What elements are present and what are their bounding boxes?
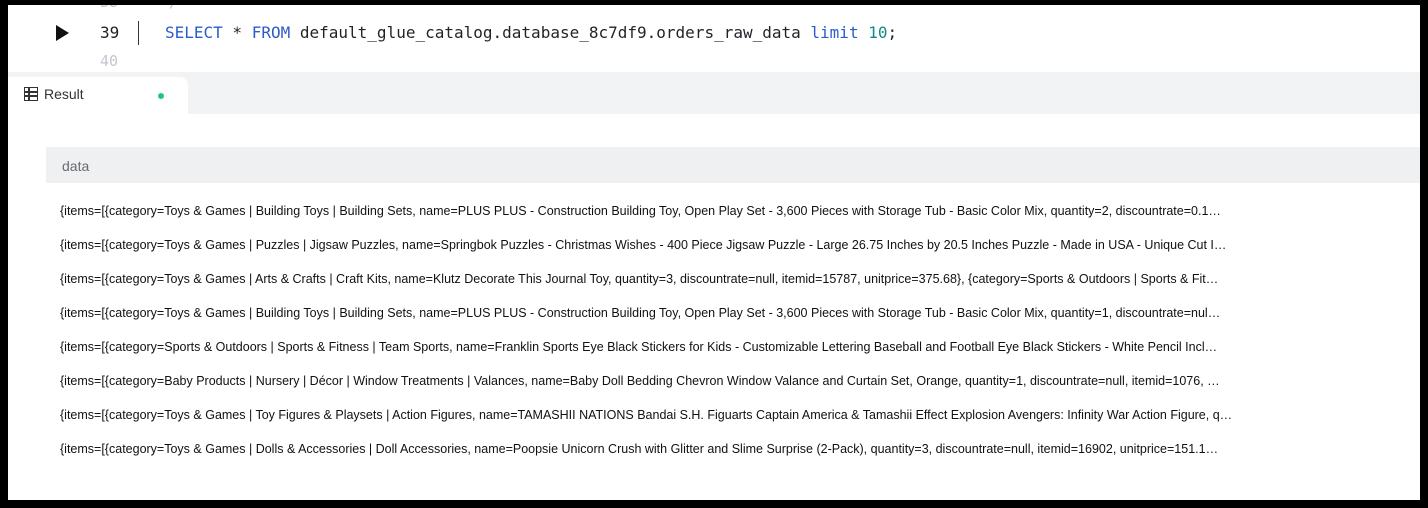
keyword-from: FROM (251, 23, 291, 42)
run-query-icon[interactable] (56, 25, 69, 41)
table-row[interactable]: {items=[{category=Toys & Games | Buildin… (60, 306, 1221, 320)
line-number-previous: 38 (100, 0, 119, 11)
status-dot-icon (158, 93, 164, 99)
keyword-select: SELECT (165, 23, 223, 42)
table-row[interactable]: {items=[{category=Toys & Games | Buildin… (60, 204, 1221, 218)
table-row[interactable]: {items=[{category=Toys & Games | Toy Fig… (60, 408, 1233, 422)
tab-result-label: Result (44, 86, 84, 102)
column-header-data[interactable]: data (46, 147, 1420, 183)
column-header-label: data (62, 158, 90, 174)
comment-end-text: */ (160, 0, 179, 11)
limit-value: 10 (868, 23, 888, 42)
line-number-next: 40 (100, 52, 119, 70)
table-row[interactable]: {items=[{category=Toys & Games | Dolls &… (60, 442, 1219, 456)
line-number: 39 (100, 23, 120, 42)
table-row[interactable]: {items=[{category=Toys & Games | Puzzles… (60, 238, 1227, 252)
sql-code-line[interactable]: SELECT * FROM default_glue_catalog.datab… (165, 23, 897, 42)
table-row[interactable]: {items=[{category=Sports & Outdoors | Sp… (60, 340, 1218, 354)
table-icon (24, 87, 38, 101)
code-space (859, 23, 869, 42)
sql-editor[interactable]: 38 */ 39 SELECT * FROM default_glue_cata… (8, 5, 1420, 72)
cursor-gutter-bar (138, 21, 139, 45)
code-table-name: default_glue_catalog.database_8c7df9.ord… (290, 23, 811, 42)
table-row[interactable]: {items=[{category=Baby Products | Nurser… (60, 374, 1220, 388)
code-semicolon: ; (887, 23, 898, 42)
keyword-limit: limit (810, 23, 859, 42)
table-row[interactable]: {items=[{category=Toys & Games | Arts & … (60, 272, 1219, 286)
result-table: data {items=[{category=Toys & Games | Bu… (8, 114, 1420, 500)
result-tab-bar: Result (8, 72, 1420, 114)
tab-result[interactable]: Result (8, 77, 188, 114)
code-star: * (222, 23, 252, 42)
